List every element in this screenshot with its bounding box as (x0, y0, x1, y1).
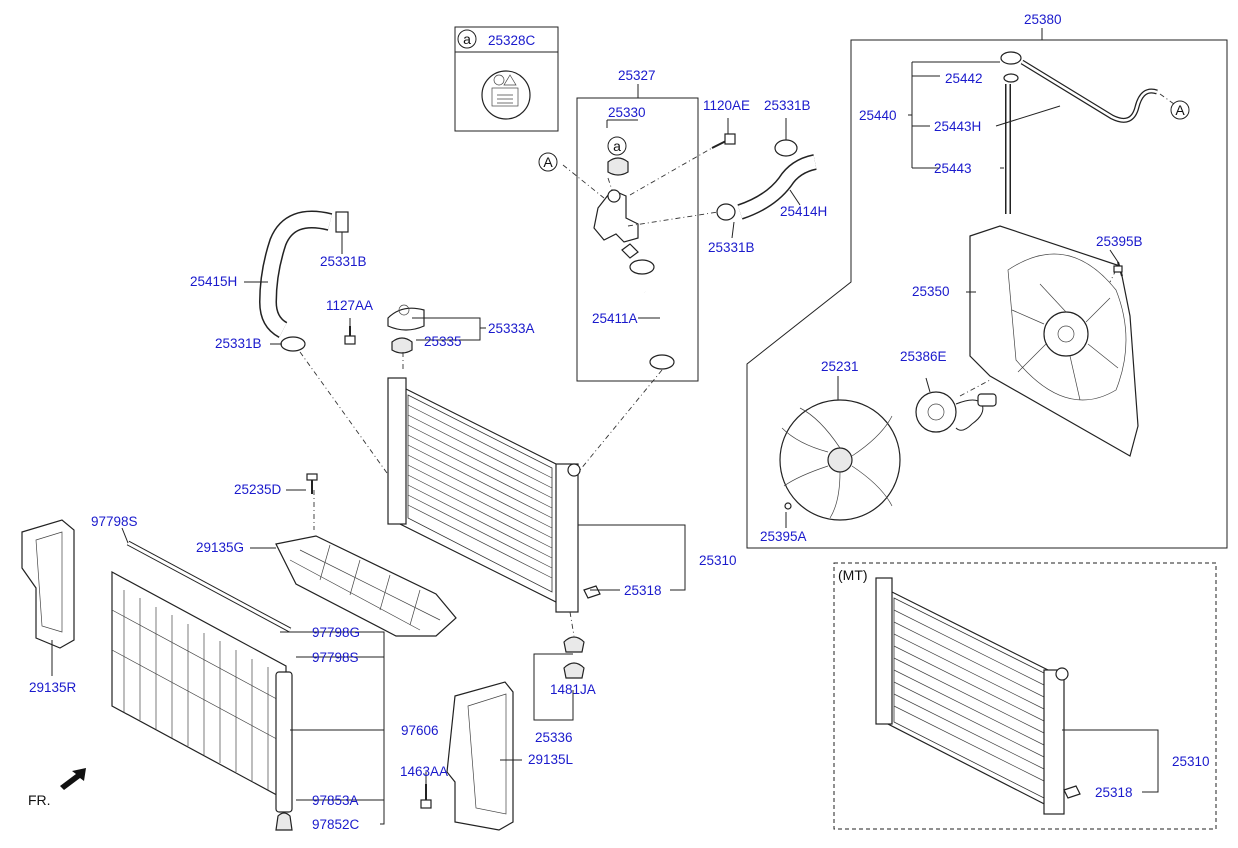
label-25386E[interactable]: 25386E (900, 349, 947, 364)
circle-a-marker-2: a (613, 138, 621, 154)
label-97852C[interactable]: 97852C (312, 817, 360, 832)
label-25331B-upper-left[interactable]: 25331B (320, 254, 367, 269)
label-29135R[interactable]: 29135R (29, 680, 77, 695)
cap-inset-frame (454, 26, 559, 132)
label-25328C[interactable]: 25328C (488, 33, 536, 48)
label-25330[interactable]: 25330 (608, 105, 646, 120)
label-25235D[interactable]: 25235D (234, 482, 282, 497)
mt-variant-frame (833, 562, 1217, 830)
leader-lines (121, 28, 1119, 784)
label-25231[interactable]: 25231 (821, 359, 859, 374)
radiator-cap-inset: a (457, 29, 531, 120)
label-29135G[interactable]: 29135G (196, 540, 244, 555)
mt-variant-label: (MT) (838, 567, 868, 583)
thermostat-housing-drawing: a (562, 84, 736, 471)
label-25442[interactable]: 25442 (945, 71, 983, 86)
label-97798S-mid[interactable]: 97798S (312, 650, 359, 665)
condenser (111, 540, 385, 831)
label-25335[interactable]: 25335 (424, 334, 462, 349)
circle-a-marker: a (463, 31, 471, 47)
label-97606[interactable]: 97606 (401, 723, 439, 738)
label-25336[interactable]: 25336 (535, 730, 573, 745)
label-1463AA[interactable]: 1463AA (400, 764, 448, 779)
circle-A-marker-right: A (1175, 102, 1185, 118)
label-25350[interactable]: 25350 (912, 284, 950, 299)
side-guard-29135L (420, 681, 522, 831)
label-25443[interactable]: 25443 (934, 161, 972, 176)
label-97798S-top[interactable]: 97798S (91, 514, 138, 529)
label-25310-main[interactable]: 25310 (699, 553, 737, 568)
label-25443H[interactable]: 25443H (934, 119, 981, 134)
front-arrow (60, 768, 86, 790)
label-25380[interactable]: 25380 (1024, 12, 1062, 27)
fan-shroud-group-drawing: A (779, 51, 1190, 521)
side-guard-29135R (21, 519, 75, 676)
filler-neck (344, 304, 425, 370)
label-97798G[interactable]: 97798G (312, 625, 360, 640)
radiator-cap-shape (607, 157, 629, 176)
label-97853A[interactable]: 97853A (312, 793, 359, 808)
main-radiator (387, 377, 686, 637)
fan-shroud-group-frame (746, 39, 1228, 549)
label-1481JA[interactable]: 1481JA (550, 682, 596, 697)
air-guard-29135G (275, 473, 457, 637)
label-1127AA[interactable]: 1127AA (326, 298, 373, 313)
label-25331B-top[interactable]: 25331B (764, 98, 811, 113)
front-indicator-label: FR. (28, 792, 51, 808)
label-25318-main[interactable]: 25318 (624, 583, 662, 598)
mount-bushings (533, 636, 585, 721)
label-25395B[interactable]: 25395B (1096, 234, 1143, 249)
label-25331B-mid[interactable]: 25331B (708, 240, 755, 255)
thermostat-housing-shape (593, 189, 639, 243)
label-25333A[interactable]: 25333A (488, 321, 535, 336)
label-25310-mt[interactable]: 25310 (1172, 754, 1210, 769)
label-25318-mt[interactable]: 25318 (1095, 785, 1133, 800)
label-25331B-left[interactable]: 25331B (215, 336, 262, 351)
part-labels: 25380 25328C 25327 25330 1120AE 25331B 2… (28, 12, 1210, 832)
label-25415H[interactable]: 25415H (190, 274, 237, 289)
mt-radiator (875, 577, 1159, 815)
upper-hose-25414H (716, 139, 817, 221)
label-1120AE[interactable]: 1120AE (703, 98, 750, 113)
label-25411A[interactable]: 25411A (592, 311, 638, 326)
label-29135L[interactable]: 29135L (528, 752, 574, 767)
circle-A-marker-left: A (543, 154, 553, 170)
label-25440[interactable]: 25440 (859, 108, 897, 123)
label-25327[interactable]: 25327 (618, 68, 656, 83)
lower-hose-25415H (258, 210, 393, 481)
label-25414H[interactable]: 25414H (780, 204, 827, 219)
label-25395A[interactable]: 25395A (760, 529, 807, 544)
